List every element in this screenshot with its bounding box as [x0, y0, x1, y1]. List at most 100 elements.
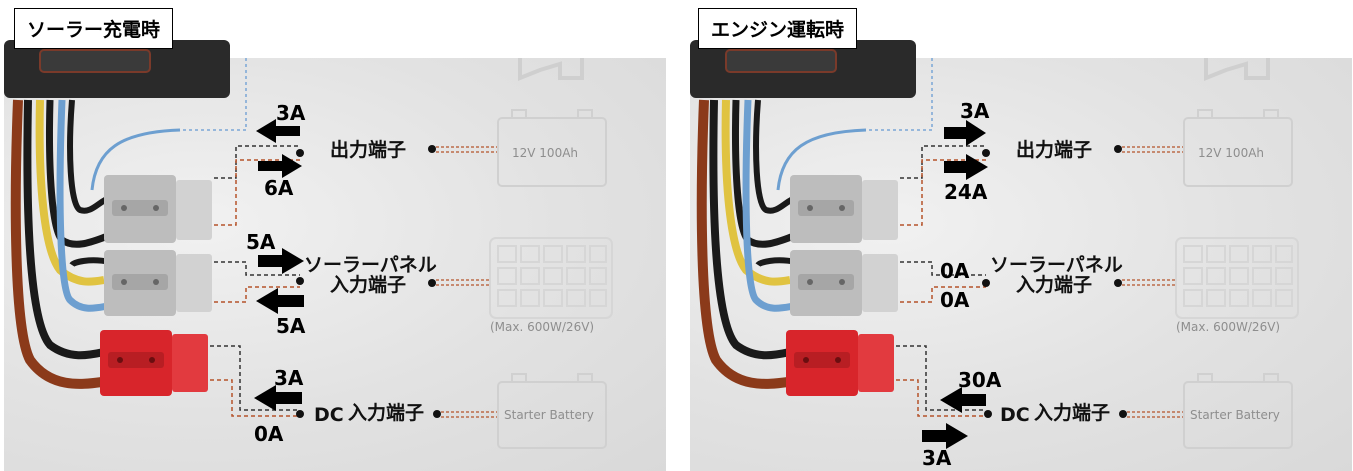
current-dc-bottom: 3A [922, 446, 952, 470]
solar-terminal-label-line1: ソーラーパネル [304, 254, 437, 276]
starter-battery-icon [497, 373, 607, 449]
brown-wire [696, 99, 789, 389]
red-connector [100, 330, 208, 396]
output-dash-brown [214, 159, 300, 226]
solar-terminal-label-line1: ソーラーパネル [990, 254, 1123, 276]
solar-terminal-dot [296, 277, 304, 285]
current-output-bottom: 6A [264, 176, 294, 200]
panel-solar: ソーラー充電時 出力端子 ソーラーパネル 入力端子 DC 入力端子 12V 10… [0, 0, 666, 471]
wiring-diagram [4, 40, 613, 449]
output-dash-brown [900, 159, 986, 226]
solar-dash-brown [214, 286, 300, 303]
black-wire-main [23, 99, 105, 360]
controller-display [725, 49, 837, 73]
output-terminal-dot [296, 149, 304, 157]
solar-panel-icon [1175, 237, 1299, 319]
solar-dash-black [900, 261, 986, 276]
starter-battery-icon [1183, 373, 1293, 449]
grey-connector-top [104, 175, 212, 243]
black-wire-3 [67, 99, 111, 214]
dc-terminal-label: 入力端子 [1034, 402, 1111, 424]
panel-title: ソーラー充電時 [14, 8, 174, 49]
device-outline [1204, 58, 1270, 81]
grey-connector-bottom [104, 250, 212, 316]
solar-terminal-label-line2: 入力端子 [330, 274, 407, 296]
yellow-wire [35, 99, 105, 286]
starter-battery-label: Starter Battery [504, 408, 594, 422]
arrow-output-top-right [944, 120, 986, 146]
current-output-bottom: 24A [944, 180, 988, 204]
black-wire-main [709, 99, 791, 360]
device-outline [518, 58, 584, 81]
signal-dashed-line [866, 58, 933, 131]
solar-panel-icon [489, 237, 613, 319]
solar-dash-brown [900, 286, 986, 303]
blue-wire [56, 99, 109, 312]
thin-blue-wire [776, 128, 867, 191]
arrow-dc-bottom-right [922, 423, 968, 449]
red-connector [786, 330, 894, 396]
signal-dashed-line [180, 58, 247, 131]
output-terminal-dot [982, 149, 990, 157]
dc-device-dot [1119, 410, 1127, 418]
battery-label: 12V 100Ah [1198, 146, 1265, 160]
dc-terminal-label: 入力端子 [348, 402, 425, 424]
solar-terminal-dot [982, 279, 990, 287]
output-terminal-label: 出力端子 [1016, 139, 1093, 161]
panel-title: エンジン運転時 [698, 8, 858, 49]
solar-max-label: (Max. 600W/26V) [490, 320, 595, 334]
dc-dash-brown [210, 379, 300, 417]
arrow-solar-bottom-left [256, 288, 304, 314]
current-output-top: 3A [276, 101, 306, 125]
grey-connector-top [790, 175, 898, 243]
solar-device-line [1122, 279, 1176, 286]
dc-dash-black [896, 345, 986, 411]
output-device-line [436, 146, 498, 153]
current-solar-bottom: 0A [940, 288, 970, 312]
panel-engine: エンジン運転時 出力端子 ソーラーパネル 入力端子 DC 入力端子 12V 10… [686, 0, 1352, 471]
solar-max-label: (Max. 600W/26V) [1176, 320, 1281, 334]
current-solar-top: 0A [940, 259, 970, 283]
dc-dash-black [210, 345, 300, 411]
solar-dash-black [214, 261, 300, 276]
dc-device-dot [433, 410, 441, 418]
current-output-top: 3A [960, 99, 990, 123]
black-wire-3 [753, 99, 797, 214]
output-device-dot [428, 145, 436, 153]
dc-device-line [441, 411, 498, 418]
output-device-dot [1114, 145, 1122, 153]
current-solar-bottom: 5A [276, 314, 306, 338]
brown-wire [10, 99, 103, 389]
arrow-solar-top-right [258, 248, 304, 274]
arrow-output-bottom-right [258, 154, 302, 178]
arrow-dc-top-left [940, 387, 986, 413]
battery-icon [1183, 109, 1293, 187]
starter-battery-label: Starter Battery [1190, 408, 1280, 422]
solar-device-line [436, 279, 490, 286]
battery-icon [497, 109, 607, 187]
grey-connector-bottom [790, 250, 898, 316]
yellow-wire [721, 99, 791, 286]
arrow-output-top-left [256, 119, 300, 143]
dc-terminal-prefix: DC [1000, 404, 1030, 426]
controller-display [39, 49, 151, 73]
battery-label: 12V 100Ah [512, 146, 579, 160]
blue-wire [742, 99, 795, 312]
arrow-dc-top-left [254, 385, 302, 411]
dc-terminal-dot [984, 410, 992, 418]
output-terminal-label: 出力端子 [330, 139, 407, 161]
dc-terminal-prefix: DC [314, 404, 344, 426]
solar-terminal-label-line2: 入力端子 [1016, 274, 1093, 296]
solar-device-dot [1114, 279, 1122, 287]
dc-device-line [1127, 411, 1184, 418]
current-dc-bottom: 0A [254, 422, 284, 446]
current-dc-top: 3A [274, 366, 304, 390]
solar-device-dot [428, 279, 436, 287]
current-solar-top: 5A [246, 230, 276, 254]
arrow-output-bottom-right [944, 154, 988, 180]
dc-terminal-dot [296, 410, 304, 418]
current-dc-top: 30A [958, 368, 1002, 392]
output-device-line [1122, 146, 1184, 153]
thin-blue-wire [90, 128, 181, 191]
wiring-diagram [690, 40, 1299, 449]
